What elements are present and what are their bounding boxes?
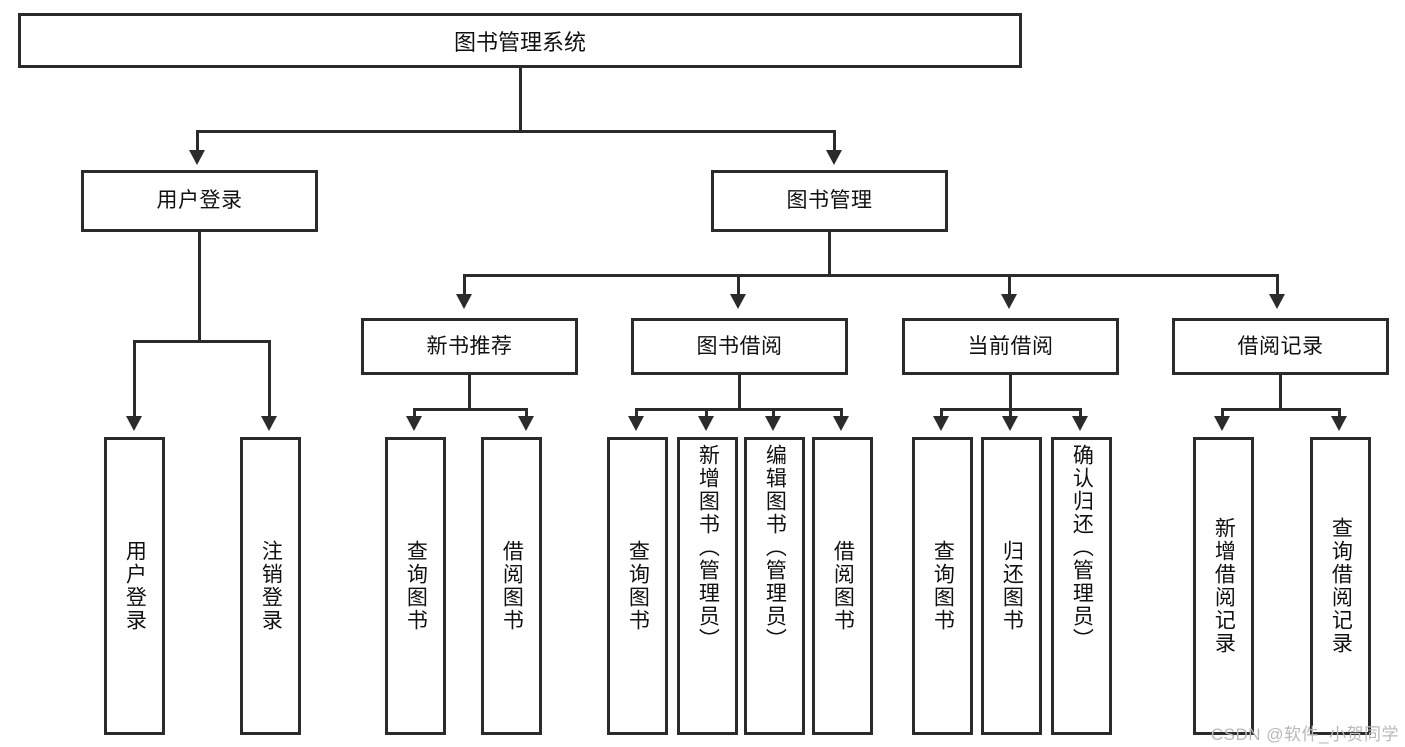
arrow-currentborrow-to-leaf3 bbox=[1072, 416, 1088, 431]
connector-root-to-login bbox=[196, 130, 199, 152]
node-book-management[interactable]: 图书管理 bbox=[711, 170, 948, 232]
connector-bookborrow-stem bbox=[738, 375, 741, 408]
connector-bookborrow-bus bbox=[635, 408, 843, 411]
leaf-borrow-books[interactable]: 借阅图书 bbox=[812, 437, 873, 735]
leaf-label: 注销登录 bbox=[259, 540, 283, 632]
connector-bookborrow-to-leaf2 bbox=[705, 408, 708, 418]
node-new-book-recommend[interactable]: 新书推荐 bbox=[361, 318, 578, 375]
connector-bookborrow-to-leaf4 bbox=[840, 408, 843, 418]
connector-newbook-bus bbox=[413, 408, 528, 411]
leaf-label: 用户登录 bbox=[123, 540, 147, 632]
arrow-bookborrow-to-leaf1 bbox=[628, 416, 644, 431]
connector-currentborrow-to-leaf3 bbox=[1079, 408, 1082, 418]
connector-currentborrow-stem bbox=[1009, 375, 1012, 408]
connector-root-to-bookmgmt bbox=[833, 130, 836, 152]
node-book-borrow[interactable]: 图书借阅 bbox=[631, 318, 848, 375]
arrow-currentborrow-to-leaf2 bbox=[1002, 416, 1018, 431]
node-label: 图书借阅 bbox=[696, 334, 783, 358]
node-current-borrow[interactable]: 当前借阅 bbox=[902, 318, 1119, 375]
leaf-edit-book-admin[interactable]: 编辑图书（管理员） bbox=[744, 437, 805, 735]
connector-newbook-to-leaf2 bbox=[525, 408, 528, 418]
connector-root-bus bbox=[196, 130, 836, 133]
node-label: 新书推荐 bbox=[426, 334, 513, 358]
leaf-add-borrow-record[interactable]: 新增借阅记录 bbox=[1193, 437, 1254, 735]
leaf-label: 查询借阅记录 bbox=[1329, 517, 1353, 655]
connector-bookmgmt-to-current bbox=[1008, 274, 1011, 296]
leaf-logout[interactable]: 注销登录 bbox=[240, 437, 301, 735]
leaf-label: 新增图书（管理员） bbox=[696, 444, 720, 651]
leaf-label: 借阅图书 bbox=[500, 540, 524, 632]
connector-bookmgmt-to-newbook bbox=[463, 274, 466, 296]
connector-root-stem bbox=[519, 68, 522, 130]
leaf-query-books-recommend[interactable]: 查询图书 bbox=[385, 437, 446, 735]
arrow-login-to-leaf1 bbox=[126, 416, 142, 431]
leaf-return-books[interactable]: 归还图书 bbox=[981, 437, 1042, 735]
arrow-bookmgmt-to-records bbox=[1269, 294, 1285, 309]
connector-records-stem bbox=[1279, 375, 1282, 408]
connector-login-to-leaf2 bbox=[268, 340, 271, 418]
connector-records-to-leaf1 bbox=[1221, 408, 1224, 418]
arrow-root-to-bookmgmt bbox=[826, 150, 842, 165]
leaf-user-login[interactable]: 用户登录 bbox=[104, 437, 165, 735]
arrow-records-to-leaf2 bbox=[1331, 416, 1347, 431]
node-label: 借阅记录 bbox=[1237, 334, 1324, 358]
connector-bookmgmt-bus bbox=[463, 274, 1279, 277]
connector-login-stem bbox=[198, 232, 201, 340]
connector-currentborrow-to-leaf1 bbox=[940, 408, 943, 418]
node-label: 图书管理 bbox=[786, 189, 873, 213]
connector-bookmgmt-to-borrow bbox=[737, 274, 740, 296]
arrow-root-to-login bbox=[189, 150, 205, 165]
arrow-bookborrow-to-leaf4 bbox=[833, 416, 849, 431]
leaf-label: 查询图书 bbox=[931, 540, 955, 632]
arrow-newbook-to-leaf1 bbox=[406, 416, 422, 431]
arrow-bookborrow-to-leaf2 bbox=[698, 416, 714, 431]
connector-login-to-leaf1 bbox=[133, 340, 136, 418]
connector-login-bus bbox=[133, 340, 271, 343]
connector-records-to-leaf2 bbox=[1338, 408, 1341, 418]
leaf-borrow-books-recommend[interactable]: 借阅图书 bbox=[481, 437, 542, 735]
csdn-watermark: CSDN @软件_小贺同学 bbox=[1210, 725, 1399, 744]
connector-records-bus bbox=[1221, 408, 1341, 411]
arrow-records-to-leaf1 bbox=[1214, 416, 1230, 431]
leaf-query-books-current[interactable]: 查询图书 bbox=[912, 437, 973, 735]
connector-newbook-to-leaf1 bbox=[413, 408, 416, 418]
arrow-bookmgmt-to-borrow bbox=[730, 294, 746, 309]
node-label: 图书管理系统 bbox=[453, 29, 586, 55]
leaf-label: 借阅图书 bbox=[831, 540, 855, 632]
node-label: 当前借阅 bbox=[967, 334, 1054, 358]
leaf-query-borrow-record[interactable]: 查询借阅记录 bbox=[1310, 437, 1371, 735]
arrow-bookmgmt-to-current bbox=[1001, 294, 1017, 309]
leaf-label: 归还图书 bbox=[1000, 540, 1024, 632]
leaf-label: 确认归还（管理员） bbox=[1070, 444, 1094, 651]
leaf-query-books-borrow[interactable]: 查询图书 bbox=[607, 437, 668, 735]
leaf-label: 新增借阅记录 bbox=[1212, 517, 1236, 655]
arrow-newbook-to-leaf2 bbox=[518, 416, 534, 431]
connector-bookmgmt-to-records bbox=[1276, 274, 1279, 296]
leaf-confirm-return-admin[interactable]: 确认归还（管理员） bbox=[1051, 437, 1112, 735]
leaf-label: 查询图书 bbox=[404, 540, 428, 632]
arrow-bookborrow-to-leaf3 bbox=[765, 416, 781, 431]
arrow-bookmgmt-to-newbook bbox=[456, 294, 472, 309]
connector-bookborrow-to-leaf1 bbox=[635, 408, 638, 418]
connector-bookborrow-to-leaf3 bbox=[772, 408, 775, 418]
connector-bookmgmt-stem bbox=[828, 232, 831, 274]
node-borrow-records[interactable]: 借阅记录 bbox=[1172, 318, 1389, 375]
leaf-label: 编辑图书（管理员） bbox=[763, 444, 787, 651]
leaf-label: 查询图书 bbox=[626, 540, 650, 632]
node-label: 用户登录 bbox=[156, 189, 243, 213]
connector-newbook-stem bbox=[468, 375, 471, 408]
leaf-add-book-admin[interactable]: 新增图书（管理员） bbox=[677, 437, 738, 735]
node-user-login[interactable]: 用户登录 bbox=[81, 170, 318, 232]
node-root-system[interactable]: 图书管理系统 bbox=[18, 13, 1022, 68]
arrow-login-to-leaf2 bbox=[261, 416, 277, 431]
arrow-currentborrow-to-leaf1 bbox=[933, 416, 949, 431]
connector-currentborrow-to-leaf2 bbox=[1009, 408, 1012, 418]
